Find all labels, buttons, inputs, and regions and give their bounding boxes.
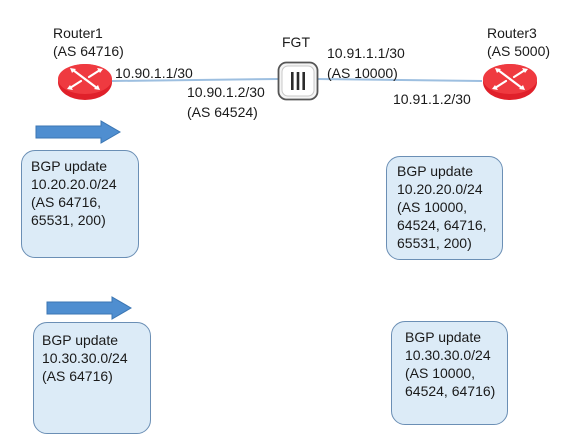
update-prefix: 10.20.20.0/24 <box>397 181 483 197</box>
link-router1-fgt <box>111 78 279 82</box>
router3-name: Router3 <box>487 25 537 41</box>
update-title: BGP update <box>42 332 119 348</box>
update-title: BGP update <box>397 163 474 179</box>
firewall-icon <box>277 61 319 101</box>
router-icon <box>56 62 114 102</box>
update-as-path: (AS 64716, <box>31 194 102 210</box>
router3-as: (AS 5000) <box>487 43 551 59</box>
fgt-name: FGT <box>282 34 310 50</box>
update-title: BGP update <box>31 158 108 174</box>
update-prefix: 10.30.30.0/24 <box>405 347 491 363</box>
router-icon <box>481 62 539 102</box>
right-arrow-icon <box>46 296 132 320</box>
router1-as: (AS 64716) <box>53 43 124 59</box>
update-prefix: 10.30.30.0/24 <box>42 350 128 366</box>
bgp-update-box-left-top: BGP update 10.20.20.0/24 (AS 64716, 6553… <box>21 150 139 258</box>
router1-name: Router1 <box>53 25 103 41</box>
bgp-update-box-right-bottom: BGP update 10.30.30.0/24 (AS 10000, 6452… <box>391 321 508 425</box>
update-as-path: (AS 10000, <box>405 365 476 381</box>
fgt-left-interface-ip: 10.90.1.2/30 <box>187 84 265 100</box>
router3-interface-ip: 10.91.1.2/30 <box>393 91 471 107</box>
update-as-path: (AS 64716) <box>42 368 113 384</box>
router1-interface-ip: 10.90.1.1/30 <box>115 65 193 81</box>
update-as-path: 64524, 64716) <box>405 383 496 399</box>
update-as-path: 64524, 64716, <box>397 217 487 233</box>
update-prefix: 10.20.20.0/24 <box>31 176 117 192</box>
fgt-right-as: (AS 10000) <box>327 65 398 81</box>
update-as-path: 65531, 200) <box>397 235 472 251</box>
update-title: BGP update <box>405 329 482 345</box>
update-as-path: (AS 10000, <box>397 199 468 215</box>
bgp-update-box-left-bottom: BGP update 10.30.30.0/24 (AS 64716) <box>33 322 151 434</box>
link-fgt-router3 <box>316 78 483 82</box>
fgt-left-as: (AS 64524) <box>187 104 258 120</box>
fgt-right-interface-ip: 10.91.1.1/30 <box>327 45 405 61</box>
update-as-path: 65531, 200) <box>31 212 106 228</box>
right-arrow-icon <box>35 120 121 144</box>
bgp-update-box-right-top: BGP update 10.20.20.0/24 (AS 10000, 6452… <box>386 156 503 260</box>
